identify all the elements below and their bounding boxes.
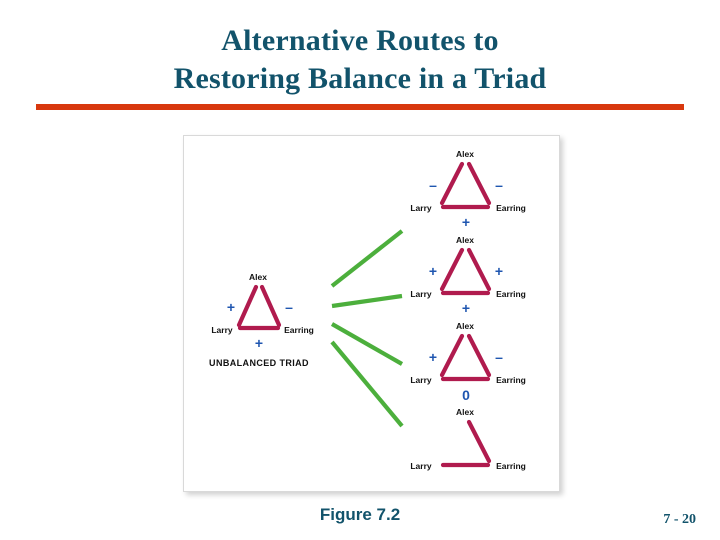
outcome-triad-2-sign-bottom: + <box>462 300 470 316</box>
outcome-triad-3-node-left: Larry <box>410 375 432 385</box>
route-arrows-group <box>330 229 404 428</box>
outcome-triad-1-sign-right: – <box>495 177 503 193</box>
unbalanced-triad-caption: UNBALANCED TRIAD <box>209 358 309 368</box>
outcome-triad-3-edge-left <box>439 333 465 378</box>
unbalanced-triad-node-left: Larry <box>211 325 233 335</box>
outcome-triad-1-edge-left <box>439 161 465 206</box>
outcome-triad-2-node-left: Larry <box>410 289 432 299</box>
outcome-triad-3-sign-bottom: 0 <box>462 387 470 403</box>
page-title: Alternative Routes to Restoring Balance … <box>0 22 720 98</box>
outcome-triad-1-node-top: Alex <box>456 149 474 159</box>
outcome-triad-1-edge-right <box>466 161 492 206</box>
unbalanced-triad-node-top: Alex <box>249 272 267 282</box>
page-title-line-2: Restoring Balance in a Triad <box>173 62 547 95</box>
route-arrow-2 <box>331 293 403 309</box>
outcome-triad-1-node-left: Larry <box>410 203 432 213</box>
unbalanced-triad-sign-right: – <box>285 299 293 315</box>
unbalanced-triad-edge-left <box>236 284 259 328</box>
outcome-triad-2-group: Alex Larry Earring + + + <box>410 235 526 316</box>
outcome-triad-2-edge-right <box>466 247 492 292</box>
outcome-triad-2-edge-left <box>439 247 465 292</box>
outcome-triad-4-node-right: Earring <box>496 461 526 471</box>
unbalanced-triad-group: Alex Larry Earring + – + UNBALANCED TRIA… <box>209 272 314 368</box>
triad-diagram: Alex Larry Earring + – + UNBALANCED TRIA… <box>209 149 526 471</box>
outcome-triad-2-sign-right: + <box>495 263 503 279</box>
unbalanced-triad-node-right: Earring <box>284 325 314 335</box>
outcome-triad-3-sign-left: + <box>429 349 437 365</box>
outcome-triad-2-node-top: Alex <box>456 235 474 245</box>
page-number: 7 - 20 <box>663 512 696 527</box>
outcome-triad-2-node-right: Earring <box>496 289 526 299</box>
outcome-triad-1-sign-left: – <box>429 177 437 193</box>
outcome-triad-4-node-top: Alex <box>456 407 474 417</box>
figure-caption: Figure 7.2 <box>319 505 401 524</box>
outcome-triad-2-sign-left: + <box>429 263 437 279</box>
page-title-line-1: Alternative Routes to <box>221 24 499 57</box>
route-arrow-1 <box>330 229 404 288</box>
outcome-triad-4-node-left: Larry <box>410 461 432 471</box>
outcome-triad-3-edge-right <box>466 333 492 378</box>
unbalanced-triad-sign-left: + <box>227 299 235 315</box>
outcome-triad-3-node-top: Alex <box>456 321 474 331</box>
figure-panel: Alex Larry Earring + – + UNBALANCED TRIA… <box>183 135 560 492</box>
title-divider-rule <box>36 104 684 110</box>
outcome-triad-1-node-right: Earring <box>496 203 526 213</box>
outcome-triad-3-group: Alex Larry Earring + – 0 <box>410 321 526 403</box>
outcome-triad-3-sign-right: – <box>495 349 503 365</box>
outcome-triad-1-group: Alex Larry Earring – – + <box>410 149 526 230</box>
outcome-triad-4-group: Alex Larry Earring <box>410 407 526 471</box>
outcome-triad-3-node-right: Earring <box>496 375 526 385</box>
outcome-triad-1-sign-bottom: + <box>462 214 470 230</box>
route-arrow-4 <box>330 340 404 428</box>
unbalanced-triad-sign-bottom: + <box>255 335 263 351</box>
route-arrow-3 <box>330 322 404 366</box>
unbalanced-triad-edge-right <box>259 284 282 328</box>
outcome-triad-4-edge-right <box>466 419 492 464</box>
